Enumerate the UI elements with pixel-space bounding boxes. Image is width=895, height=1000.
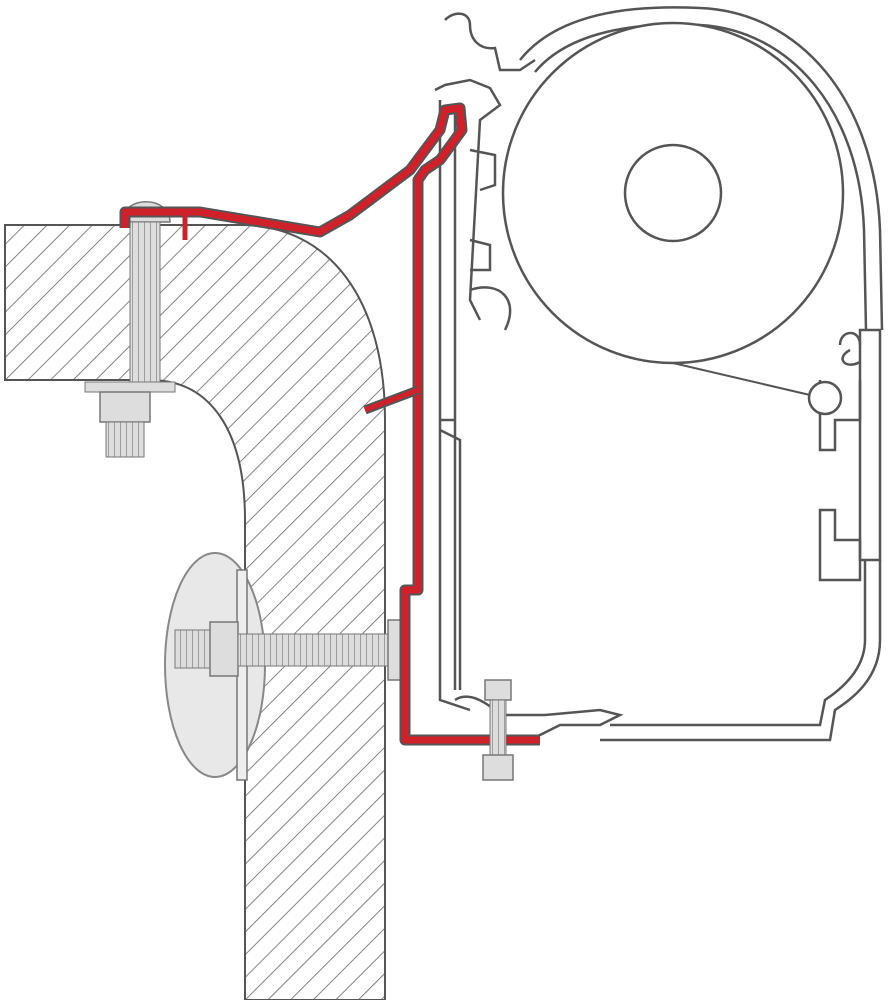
wall-bolt (174, 619, 403, 681)
vehicle-wall-section (4, 224, 386, 1000)
rail-clamp-bolt (482, 679, 514, 781)
hook-clip (838, 331, 862, 366)
roller-tube (623, 143, 723, 243)
adapter-bracket (119, 102, 540, 746)
front-bar-tube (807, 380, 843, 416)
fabric-line (672, 362, 811, 396)
